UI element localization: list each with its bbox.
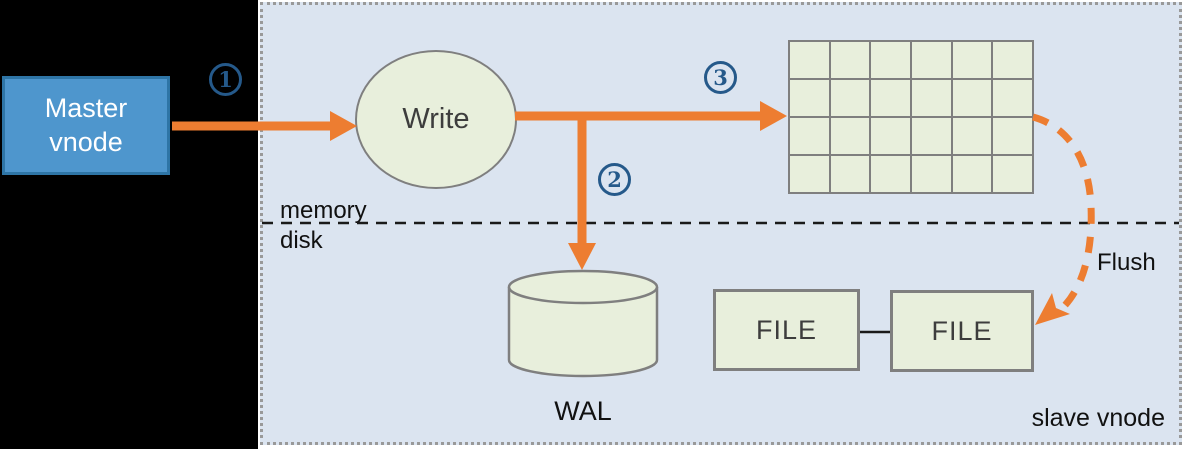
slave-vnode-label: slave vnode [1031,404,1165,432]
master-vnode-label-line1: Master [44,92,128,123]
mem-table-cell [790,156,829,192]
mem-table-cell [871,156,910,192]
mem-table-cell [871,80,910,116]
mem-table-cell [952,42,992,78]
wal-label: WAL [554,396,612,426]
mem-table-cell [993,118,1032,154]
mem-table-cell [952,80,992,116]
step-1-badge: 1 [209,63,242,96]
mem-table-cell [830,80,870,116]
mem-table-cell [871,118,910,154]
step-3-badge: 3 [704,61,737,94]
mem-table-cell [993,42,1032,78]
write-label: Write [402,103,470,135]
disk-label: disk [280,227,323,254]
mem-table-cell [952,156,992,192]
step-1-number: 1 [218,66,233,92]
mem-table-cell [993,80,1032,116]
mem-table-cell [952,118,992,154]
mem-table-cell [790,118,829,154]
mem-table-cell [912,156,951,192]
mem-table-cell [830,118,870,154]
mem-table-cell [912,80,951,116]
master-vnode-label-line2: vnode [49,126,123,157]
mem-table-cell [871,42,910,78]
flush-label: Flush [1097,249,1156,276]
mem-table-grid [788,40,1034,194]
mem-table-cell [912,42,951,78]
step-3-number: 3 [713,64,728,90]
mem-table-cell [912,118,951,154]
master-vnode-box: Master vnode [2,76,170,175]
step-2-badge: 2 [598,163,631,196]
write-node-ellipse: Write [355,50,517,189]
mem-table-cell [993,156,1032,192]
step-2-number: 2 [607,166,622,192]
mem-table-cell [830,156,870,192]
mem-table-cell [830,42,870,78]
mem-table-cell [790,42,829,78]
file-1-label: FILE [755,314,818,345]
mem-table-cell [790,80,829,116]
file-2-label: FILE [931,315,993,346]
memory-label: memory [280,197,367,224]
file-box-1: FILE [713,289,860,371]
file-box-2: FILE [890,290,1034,372]
